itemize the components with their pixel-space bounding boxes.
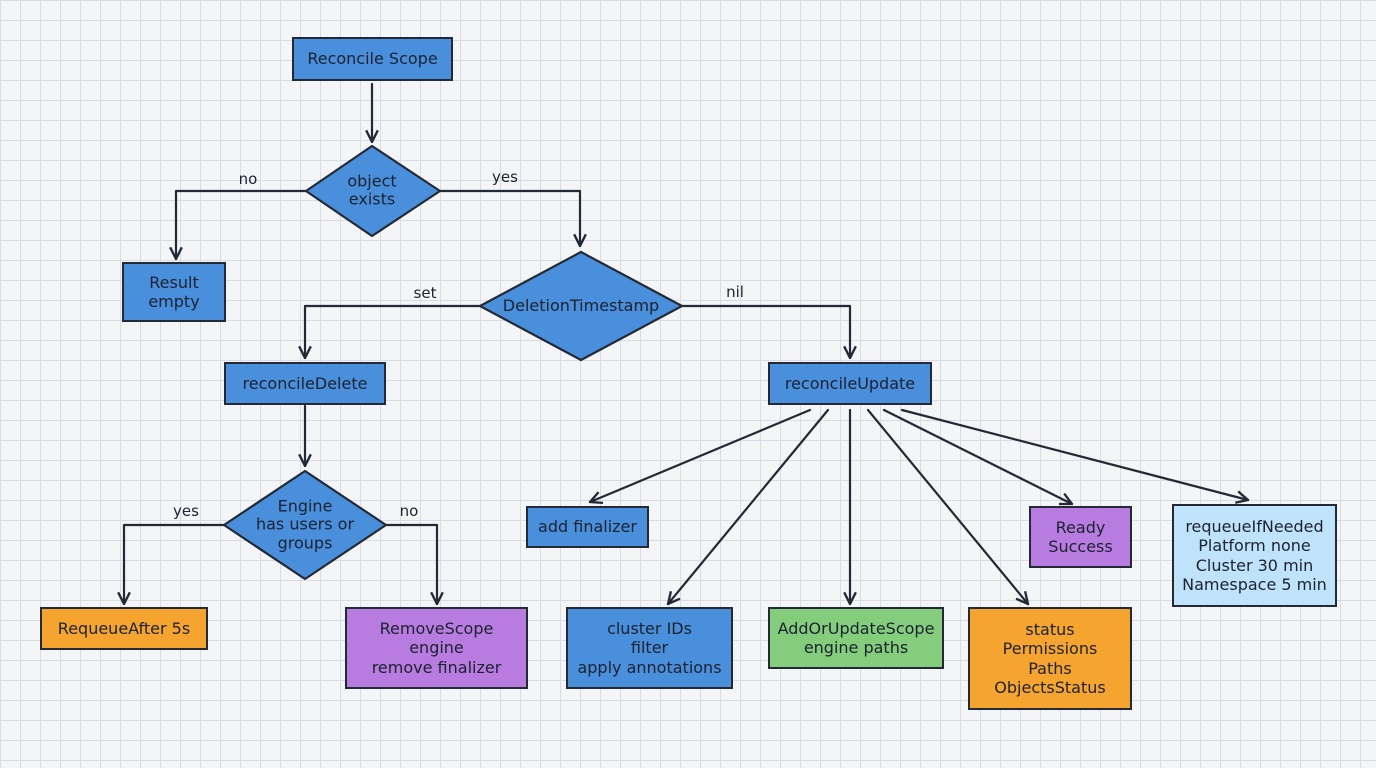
add-or-update-scope-line-2: engine paths [803, 638, 909, 657]
edge-engine-no [384, 523, 437, 604]
remove-scope-line-1: RemoveScope [379, 619, 494, 639]
reconcile-update-node: reconcileUpdate [768, 362, 932, 405]
edge-update-to-status [866, 408, 1028, 604]
reconcile-delete-label: reconcileDelete [242, 373, 368, 393]
engine-has-users-diamond-shape [222, 469, 388, 581]
result-empty-line-1: Result [149, 272, 199, 292]
edge-label-exists-yes: yes [492, 168, 518, 186]
edge-label-exists-no: no [238, 170, 258, 188]
edge-update-to-cluster-ids [668, 408, 830, 604]
requeue-if-needed-line-1: requeueIfNeeded [1185, 517, 1324, 537]
edge-deletion-set [305, 304, 482, 358]
requeue-if-needed-node: requeueIfNeeded Platform none Cluster 30… [1172, 504, 1337, 607]
cluster-ids-line-2: filter [630, 638, 669, 658]
edge-engine-yes [124, 523, 226, 604]
edge-object-exists-yes [438, 189, 580, 246]
requeue-if-needed-line-4: Namespace 5 min [1182, 574, 1327, 594]
result-empty-line-2: empty [148, 292, 200, 311]
add-or-update-scope-line-1: AddOrUpdateScope [777, 618, 935, 638]
edge-label-engine-no: no [399, 502, 419, 520]
reconcile-scope-label: Reconcile Scope [307, 49, 438, 69]
deletion-timestamp-diamond-shape [478, 250, 684, 362]
add-finalizer-label: add finalizer [538, 517, 637, 537]
add-or-update-scope-node: AddOrUpdateScope engine paths [768, 607, 944, 669]
status-line-1: status [1025, 620, 1075, 640]
edge-object-exists-no [176, 189, 308, 259]
status-line-2: Permissions [1002, 639, 1098, 659]
edge-update-to-ready-success [882, 408, 1072, 504]
remove-scope-line-2: engine [409, 638, 464, 658]
ready-success-line-1: Ready [1055, 517, 1106, 537]
requeue-if-needed-line-3: Cluster 30 min [1195, 555, 1314, 575]
ready-success-line-2: Success [1048, 537, 1113, 556]
cluster-ids-line-3: apply annotations [577, 657, 722, 677]
reconcile-scope-node: Reconcile Scope [292, 37, 453, 81]
requeue-if-needed-line-2: Platform none [1198, 536, 1311, 556]
status-line-3: Paths [1028, 658, 1072, 678]
remove-scope-line-3: remove finalizer [371, 657, 502, 677]
remove-scope-node: RemoveScope engine remove finalizer [345, 607, 528, 689]
add-finalizer-node: add finalizer [526, 506, 649, 548]
edge-deletion-nil [680, 304, 850, 358]
edge-label-deletion-set: set [413, 284, 437, 302]
result-empty-node: Result empty [122, 262, 226, 322]
reconcile-delete-node: reconcileDelete [224, 362, 386, 405]
requeue-after-node: RequeueAfter 5s [40, 607, 208, 650]
cluster-ids-node: cluster IDs filter apply annotations [566, 607, 733, 689]
requeue-after-label: RequeueAfter 5s [57, 618, 191, 638]
ready-success-node: Ready Success [1029, 506, 1132, 568]
reconcile-update-label: reconcileUpdate [784, 373, 916, 393]
edge-label-engine-yes: yes [173, 502, 199, 520]
edge-label-deletion-nil: nil [726, 283, 744, 301]
cluster-ids-line-1: cluster IDs [607, 619, 692, 639]
edge-update-to-add-finalizer [590, 408, 812, 502]
status-node: status Permissions Paths ObjectsStatus [968, 607, 1132, 710]
object-exists-diamond-shape [304, 144, 442, 238]
edge-update-to-requeue-if-needed [900, 408, 1248, 500]
status-line-4: ObjectsStatus [994, 677, 1106, 697]
